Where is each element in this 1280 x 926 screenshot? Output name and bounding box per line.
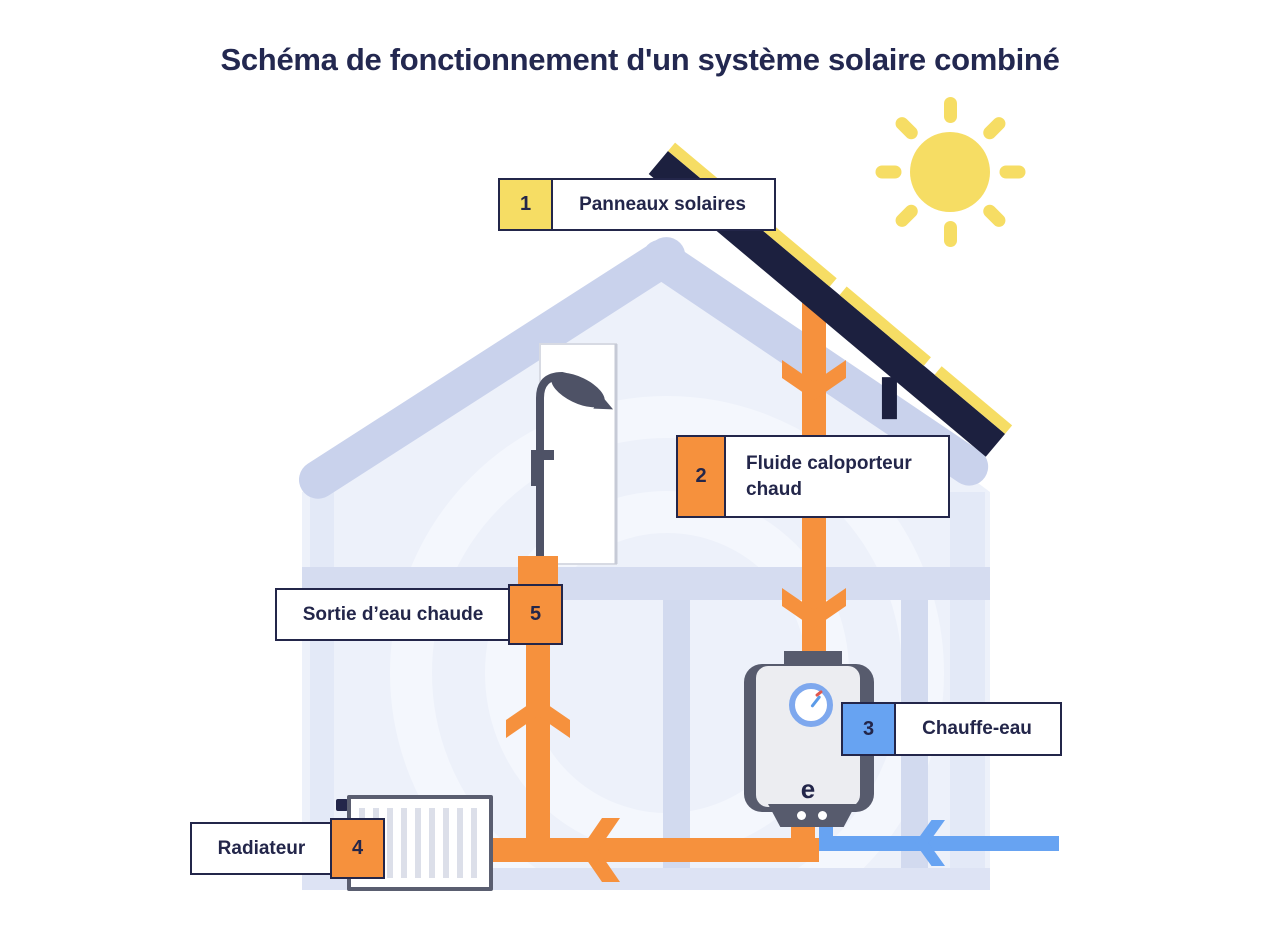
label-text: Sortie d’eau chaude: [302, 603, 484, 625]
label-sortie-eau-chaude: Sortie d’eau chaude 5: [275, 584, 563, 645]
house-right-wall: [950, 492, 985, 890]
label-text: Radiateur: [217, 837, 306, 859]
step-badge-2: 2: [676, 435, 726, 518]
heater-brand-logo: e: [800, 774, 816, 804]
step-badge-4: 4: [330, 818, 385, 879]
step-badge-5: 5: [508, 584, 563, 645]
shower-icon: [531, 343, 618, 565]
water-heater-base: [768, 804, 856, 827]
label-chauffe-eau: 3 Chauffe-eau: [841, 702, 1062, 756]
sun-icon: [875, 97, 1025, 247]
label-fluide-caloporteur: 2 Fluide caloporteur chaud: [676, 435, 950, 518]
cold-water-pipe: [819, 836, 1059, 851]
label-text: Chauffe-eau: [922, 718, 1032, 739]
hot-water-pipe-to-radiator: [493, 838, 819, 862]
label-radiateur: Radiateur 4: [190, 818, 385, 879]
panel-mount-strut: [882, 377, 898, 420]
label-text: Panneaux solaires: [579, 193, 746, 215]
step-badge-3: 3: [841, 702, 896, 756]
radiator-valve: [336, 799, 348, 811]
pressure-gauge-icon: [789, 683, 833, 727]
water-heater-top-cap: [784, 651, 842, 667]
label-panneaux-solaires: 1 Panneaux solaires: [498, 178, 776, 231]
label-text: Fluide caloporteur chaud: [746, 452, 912, 500]
step-badge-1: 1: [498, 178, 553, 231]
page-title: Schéma de fonctionnement d'un système so…: [220, 42, 1060, 77]
window-mullion: [663, 600, 690, 868]
